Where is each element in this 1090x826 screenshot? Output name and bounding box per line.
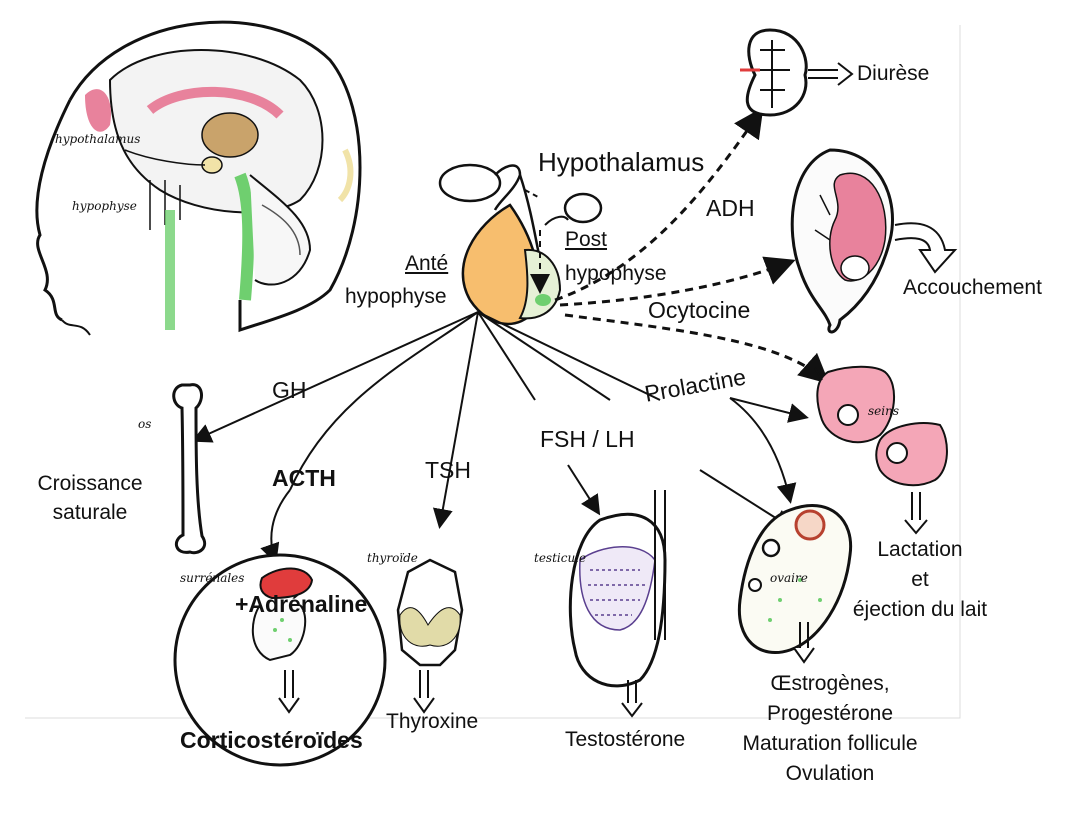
label-surrenales: surrénales [180,571,245,585]
label-ocytocine: Ocytocine [648,297,751,323]
label-adh: ADH [706,195,755,221]
label-croissance-line2: saturale [52,501,128,525]
label-accouchement: Accouchement [903,276,1042,299]
testis-illustration [568,490,667,718]
uterus-illustration [790,148,958,334]
adrenal-illustration [173,553,387,767]
label-fsh-lh: FSH / LH [540,426,635,452]
label-croissance-line1: Croissance [37,472,143,495]
label-gh: GH [272,377,307,403]
label-testosterone: Testostérone [565,728,686,751]
kidney-illustration [740,28,854,117]
label-adrenaline: +Adrénaline [235,591,368,617]
label-croissance: Croissance saturale [30,472,150,524]
head-section-illustration [35,20,362,336]
label-progesterone: Progestérone [766,702,894,726]
label-hypophyse-head: hypophyse [72,199,137,213]
label-thyroide: thyroïde [367,551,418,565]
label-corticosteroides: Corticostéroïdes [180,727,363,753]
label-hypothalamus-head: hypothalamus [55,132,141,146]
label-ante: Anté [405,252,449,275]
label-ante-hypophyse: hypophyse [345,285,447,308]
label-oestrogenes: Œstrogènes, [770,672,890,695]
posterior-dashed-arrows [554,107,830,384]
label-ovary-effects: Œstrogènes, Progestérone Maturation foll… [715,672,945,785]
label-lactation: Lactation et éjection du lait [830,538,1010,621]
ovary-illustration [737,504,853,664]
label-hypothalamus: Hypothalamus [538,147,705,177]
hypophysis-illustration [438,163,603,326]
bone-illustration [172,383,207,555]
label-lactation-line3: éjection du lait [852,598,988,622]
label-ovaire: ovaire [770,571,808,585]
label-tsh: TSH [425,457,471,483]
label-ovulation: Ovulation [785,762,875,786]
label-lactation-line1: Lactation [877,538,963,561]
label-os: os [138,417,152,431]
anterior-arrows [191,311,809,564]
label-thyroxine: Thyroxine [386,710,479,733]
label-maturation: Maturation follicule [742,732,918,756]
label-seins: seins [868,404,899,418]
label-lactation-line2: et [911,568,929,592]
label-post: Post [565,228,608,251]
thyroid-illustration [396,558,464,714]
label-diurese: Diurèse [857,62,930,85]
label-acth: ACTH [272,465,336,491]
label-testicule: testicule [534,551,587,565]
breast-illustration [814,365,948,535]
label-post-hypophyse: hypophyse [565,262,667,285]
